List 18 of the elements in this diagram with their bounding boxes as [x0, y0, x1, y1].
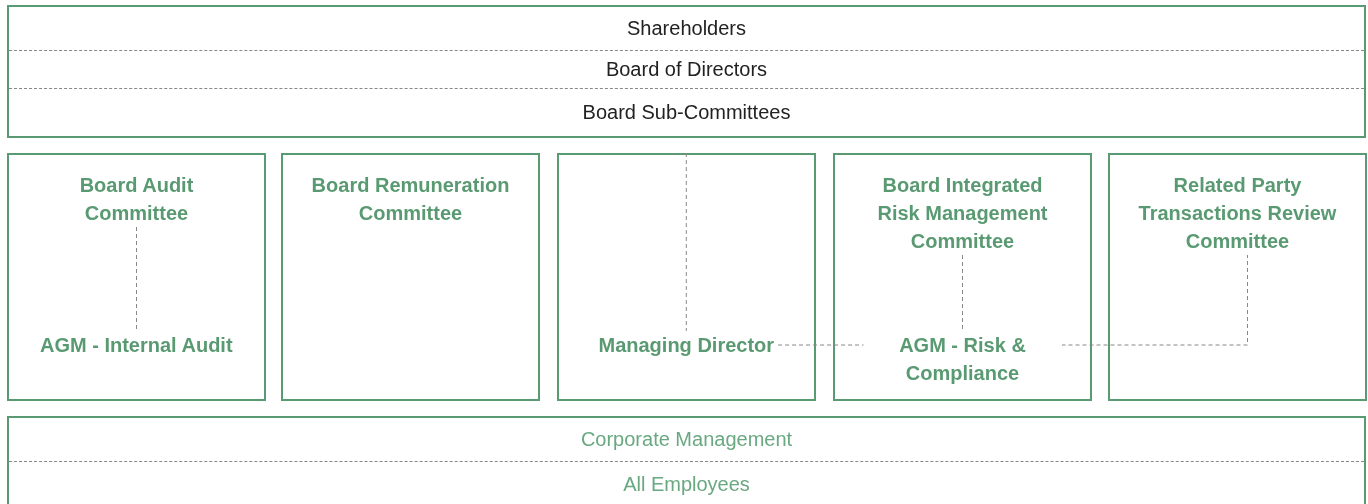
connector-line — [685, 152, 687, 332]
panel-frame — [7, 153, 266, 401]
panel-frame — [281, 153, 540, 401]
connector-line — [136, 226, 137, 332]
committee-title: Board Audit Committee — [37, 171, 236, 227]
band-label: Board Sub-Committees — [9, 89, 1364, 136]
band-label: Board of Directors — [9, 51, 1364, 89]
committee-title: Board Remuneration Committee — [311, 171, 510, 227]
band-label: Corporate Management — [9, 418, 1364, 462]
panel-frame — [1108, 153, 1367, 401]
connector-line — [962, 254, 963, 332]
band-label: All Employees — [9, 462, 1364, 504]
committee-title: Board Integrated Risk Management Committee — [863, 171, 1062, 255]
connector-line — [1061, 254, 1248, 346]
committee-title: Related Party Transactions Review Committee — [1138, 171, 1337, 255]
panel-frame — [557, 153, 816, 401]
panel-frame — [833, 153, 1092, 401]
band-label: Shareholders — [9, 7, 1364, 51]
